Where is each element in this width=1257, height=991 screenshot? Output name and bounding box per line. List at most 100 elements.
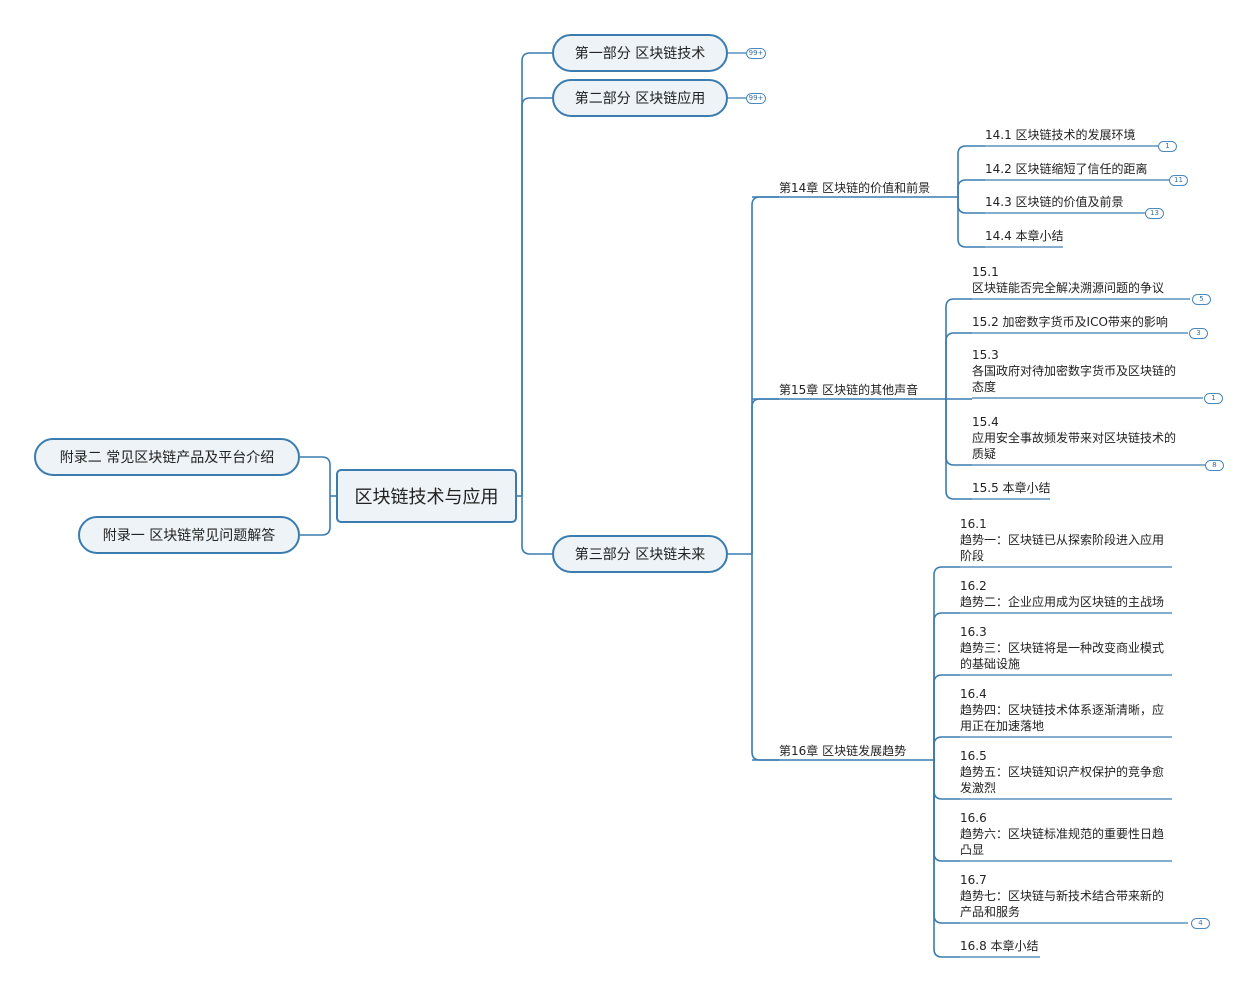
collapsed-count-badge[interactable]: 4 [1191,918,1210,929]
topic-line: 趋势二：企业应用成为区块链的主战场 [960,595,1165,609]
part-1-collapsed-count-badge[interactable]: 99+ [746,48,766,59]
connector [933,760,960,862]
topic-0-3[interactable]: 14.4 本章小结 [985,228,1064,244]
topic-2-1[interactable]: 16.2 趋势二：企业应用成为区块链的主战场 [960,578,1164,610]
chapter-16-topic[interactable]: 第16章 区块链发展趋势 [779,743,906,759]
connector [751,554,779,761]
appendix-1-topic[interactable]: 附录一 区块链常见问题解答 [78,516,300,554]
connector [521,52,552,496]
collapsed-count-badge[interactable]: 13 [1145,208,1164,219]
collapsed-count-badge[interactable]: 3 [1189,328,1208,339]
topic-1-2[interactable]: 15.3 各国政府对待加密数字货币及区块链的态度 [972,347,1176,395]
connector [521,97,552,496]
part-3-topic[interactable]: 第三部分 区块链未来 [552,535,728,573]
collapsed-count-badge[interactable]: 5 [1192,294,1211,305]
topic-2-4[interactable]: 16.5 趋势五：区块链知识产权保护的竞争愈发激烈 [960,748,1164,796]
connector [957,179,985,197]
topic-2-2[interactable]: 16.3 趋势三：区块链将是一种改变商业模式的基础设施 [960,624,1164,672]
chapter-14-topic[interactable]: 第14章 区块链的价值和前景 [779,180,930,196]
topic-line: 态度 [972,380,997,394]
topic-line: 发激烈 [960,781,997,795]
collapsed-count-badge[interactable]: 8 [1205,460,1224,471]
topic-0-2[interactable]: 14.3 区块链的价值及前景 [985,194,1124,210]
topic-line: 趋势三：区块链将是一种改变商业模式 [960,641,1165,655]
part-1-label: 第一部分 区块链技术 [574,46,706,62]
root-topic-label: 区块链技术与应用 [354,487,499,508]
connector [933,736,960,760]
topic-line: 15.1 [972,265,999,279]
topic-line: 产品和服务 [960,905,1021,919]
topic-line: 16.5 [960,749,987,763]
connector [945,332,972,399]
chapter-15-label: 第15章 区块链的其他声音 [779,383,919,397]
connector [751,196,779,554]
connector [945,399,972,466]
topic-1-0[interactable]: 15.1 区块链能否完全解决溯源问题的争议 [972,264,1164,296]
topic-0-0[interactable]: 14.1 区块链技术的发展环境 [985,127,1136,143]
topic-line: 16.2 [960,579,987,593]
topic-line: 趋势六：区块链标准规范的重要性日趋 [960,827,1165,841]
connector [957,197,985,214]
topic-line: 各国政府对待加密数字货币及区块链的 [972,364,1177,378]
topic-line: 16.8 本章小结 [960,939,1039,953]
topic-2-0[interactable]: 16.1 趋势一：区块链已从探索阶段进入应用阶段 [960,516,1164,564]
collapsed-count-badge[interactable]: 1 [1158,141,1177,152]
connector [933,674,960,760]
topic-line: 16.6 [960,811,987,825]
topic-line: 凸显 [960,843,985,857]
connector [300,456,331,496]
topic-0-1[interactable]: 14.2 区块链缩短了信任的距离 [985,161,1148,177]
topic-line: 的基础设施 [960,657,1021,671]
topic-1-3[interactable]: 15.4 应用安全事故频发带来对区块链技术的质疑 [972,414,1176,462]
topic-line: 阶段 [960,549,985,563]
appendix-2-topic[interactable]: 附录二 常见区块链产品及平台介绍 [34,438,300,476]
topic-2-5[interactable]: 16.6 趋势六：区块链标准规范的重要性日趋凸显 [960,810,1164,858]
topic-1-4[interactable]: 15.5 本章小结 [972,480,1051,496]
connector [957,145,985,197]
topic-line: 14.3 区块链的价值及前景 [985,195,1124,209]
part-1-topic[interactable]: 第一部分 区块链技术 [552,34,728,72]
connector [933,566,960,760]
topic-line: 15.4 [972,415,999,429]
topic-line: 16.7 [960,873,987,887]
topic-2-7[interactable]: 16.8 本章小结 [960,938,1039,954]
topic-line: 16.3 [960,625,987,639]
connector [933,612,960,760]
connector [751,398,779,554]
connector [945,298,972,399]
collapsed-count-badge[interactable]: 11 [1169,175,1188,186]
connector [933,760,960,924]
connector [300,496,331,536]
topic-line: 14.2 区块链缩短了信任的距离 [985,162,1148,176]
topic-line: 区块链能否完全解决溯源问题的争议 [972,281,1165,295]
appendix-2-label: 附录二 常见区块链产品及平台介绍 [59,450,275,466]
topic-line: 14.1 区块链技术的发展环境 [985,128,1136,142]
chapter-16-label: 第16章 区块链发展趋势 [779,744,907,758]
root-topic[interactable]: 区块链技术与应用 [336,469,517,523]
part-2-topic[interactable]: 第二部分 区块链应用 [552,79,728,117]
connector [521,496,552,555]
topic-line: 应用安全事故频发带来对区块链技术的 [972,431,1177,445]
connector [957,197,985,248]
topic-line: 15.5 本章小结 [972,481,1051,495]
appendix-1-label: 附录一 区块链常见问题解答 [102,528,276,544]
topic-line: 15.3 [972,348,999,362]
topic-line: 用正在加速落地 [960,719,1045,733]
connector [933,760,960,800]
part-3-label: 第三部分 区块链未来 [574,547,706,563]
topic-1-1[interactable]: 15.2 加密数字货币及ICO带来的影响 [972,314,1168,330]
topic-line: 趋势一：区块链已从探索阶段进入应用 [960,533,1165,547]
collapsed-count-badge[interactable]: 1 [1204,393,1223,404]
topic-line: 14.4 本章小结 [985,229,1064,243]
part-2-collapsed-count-badge[interactable]: 99+ [746,93,766,104]
topic-line: 16.1 [960,517,987,531]
part-2-label: 第二部分 区块链应用 [574,91,706,107]
topic-line: 质疑 [972,447,997,461]
topic-line: 趋势五：区块链知识产权保护的竞争愈 [960,765,1165,779]
connector [945,399,972,500]
topic-line: 趋势四：区块链技术体系逐渐清晰，应 [960,703,1165,717]
chapter-15-topic[interactable]: 第15章 区块链的其他声音 [779,382,918,398]
